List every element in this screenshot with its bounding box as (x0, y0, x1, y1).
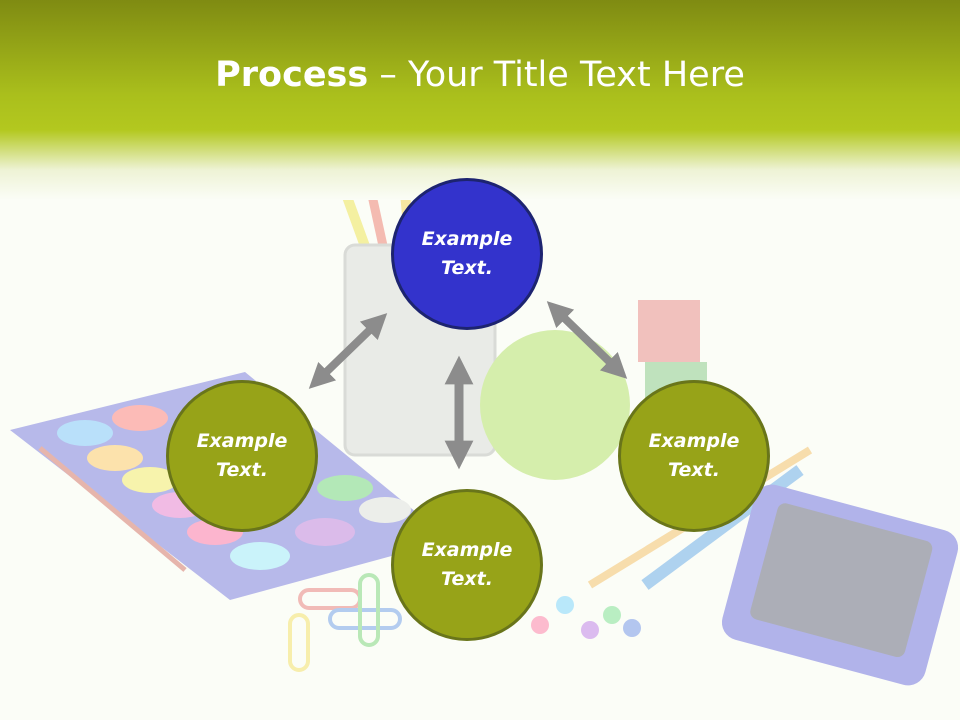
slide-title: Process – Your Title Text Here (0, 52, 960, 98)
pushpins-image (531, 596, 641, 639)
step-label-line2: Text. (216, 459, 268, 481)
paperclips-image (288, 573, 402, 672)
header-band (0, 0, 960, 200)
step-label-line1: Example (421, 539, 513, 561)
process-step-bottom: Example Text. (391, 489, 543, 641)
step-label-line1: Example (648, 430, 740, 452)
process-step-right: Example Text. (618, 380, 770, 532)
double-arrow-icon (308, 313, 388, 389)
process-step-left: Example Text. (166, 380, 318, 532)
step-label-line1: Example (421, 228, 513, 250)
step-label-line2: Text. (441, 568, 493, 590)
step-label-line2: Text. (668, 459, 720, 481)
title-rest: – Your Title Text Here (368, 55, 745, 95)
process-step-top: Example Text. (391, 178, 543, 330)
step-label-line1: Example (196, 430, 288, 452)
calculator-image (721, 484, 959, 686)
title-bold: Process (215, 55, 369, 95)
double-arrow-icon (546, 301, 628, 379)
letter-block-image (638, 300, 700, 362)
step-label-line2: Text. (441, 257, 493, 279)
